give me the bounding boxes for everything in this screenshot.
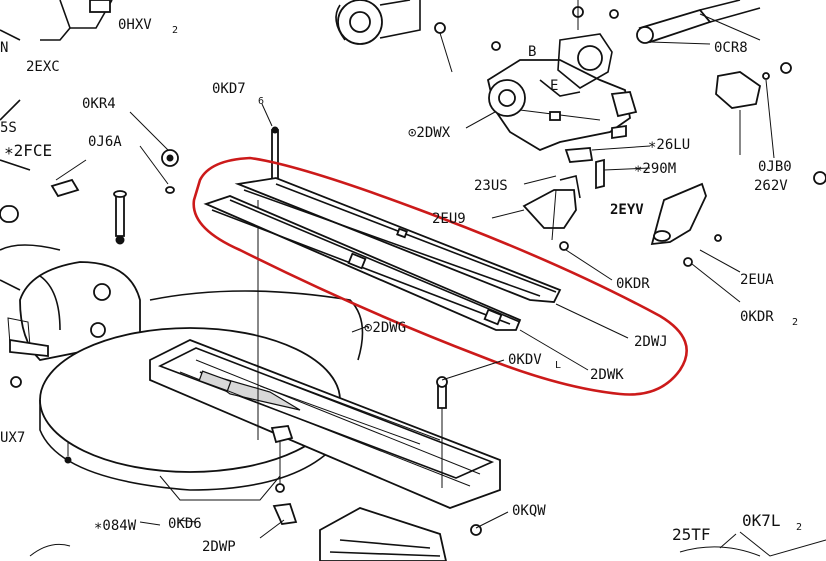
center-bolts (257, 126, 482, 536)
label-0kr4: 0KR4 (82, 96, 116, 112)
label-2eu9: 2EU9 (432, 211, 466, 227)
label-2dwx: ⊙2DWX (408, 125, 451, 141)
label-ohxv-sub: 2 (172, 25, 178, 36)
label-n: N (0, 40, 8, 56)
right-small-parts (715, 62, 826, 185)
gear-assembly (335, 0, 619, 73)
label-ux7: UX7 (0, 430, 25, 446)
plates-26lu-290m (564, 124, 651, 190)
label-23us: 23US (474, 178, 508, 194)
label-25tf: 25TF (672, 525, 711, 544)
table-arm-2dwg (149, 339, 501, 509)
label-0kdv-sub: L (555, 360, 561, 371)
label-0k7l: 0K7L (742, 511, 781, 530)
label-0cr8: 0CR8 (714, 40, 748, 56)
highlight-outline (192, 156, 688, 396)
bracket-2dwx (486, 33, 638, 152)
label-262v: 262V (754, 178, 788, 194)
label-2dwj: 2DWJ (634, 334, 668, 350)
top-left-parts (0, 0, 113, 121)
bracket-2eu9 (522, 175, 581, 251)
label-2eua: 2EUA (740, 272, 774, 288)
arm-2eua (650, 182, 722, 267)
label-0kd7-sub: 6 (258, 96, 264, 107)
label-0kqw: 0KQW (512, 503, 546, 519)
turntable-base (39, 290, 364, 501)
label-2exc: 2EXC (26, 59, 60, 75)
label-e: E (550, 78, 558, 94)
label-ohxv: 0HXV (118, 17, 152, 33)
label-2dwg: ⊙2DWG (364, 320, 406, 336)
label-0kd7: 0KD7 (212, 81, 246, 97)
shaft-assembly (636, 0, 761, 44)
part-labels: 0HXV 2 N 2EXC 0CR8 B E 0KD7 6 0KR4 0J6A … (0, 17, 802, 555)
label-2fce: ∗2FCE (4, 141, 52, 160)
label-b: B (528, 44, 536, 60)
label-084w: ∗084W (94, 518, 137, 534)
label-0kdr2: 0KDR (740, 309, 774, 325)
bottom-assembly (29, 507, 826, 561)
label-0kd6: 0KD6 (168, 516, 202, 532)
label-0j6a: 0J6A (88, 134, 122, 150)
label-0kdv: 0KDV (508, 352, 542, 368)
label-290m: ∗290M (634, 161, 676, 177)
label-5s: 5S (0, 120, 17, 136)
bolts-left (10, 149, 179, 464)
label-2dwk: 2DWK (590, 367, 624, 383)
motor-housing (0, 159, 141, 361)
label-0kdr: 0KDR (616, 276, 650, 292)
label-0kdr2-sub: 2 (792, 317, 798, 328)
leader-lines (55, 41, 741, 549)
label-2dwp: 2DWP (202, 539, 236, 555)
label-0k7l-sub: 2 (796, 522, 802, 533)
guide-rails (203, 177, 562, 331)
label-0jb0: 0JB0 (758, 159, 792, 175)
label-2eyv: 2EYV (610, 202, 644, 218)
label-26lu: ∗26LU (648, 137, 690, 153)
